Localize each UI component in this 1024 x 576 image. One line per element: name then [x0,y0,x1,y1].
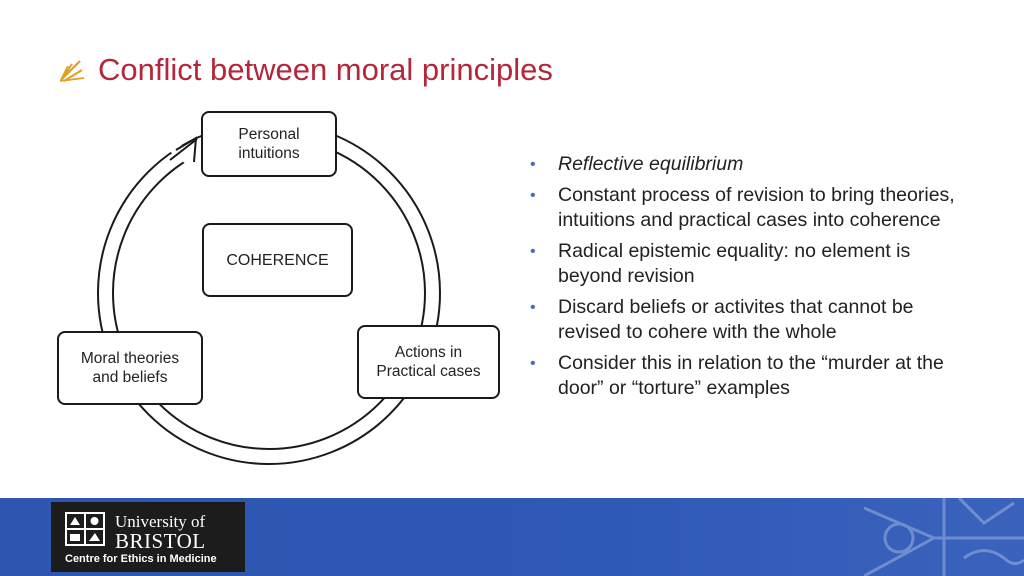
bullet-item: • Consider this in relation to the “murd… [528,351,978,402]
page-title: Conflict between moral principles [98,52,553,87]
bullet-list: • Reflective equilibrium • Constant proc… [528,152,978,407]
crest-icon [65,512,105,546]
node-moral-theories: Moral theories and beliefs [57,331,203,405]
bullet-text: Discard beliefs or activites that cannot… [558,295,914,344]
bullet-dot-icon: • [530,242,536,260]
hand-drawn-flame-icon [59,60,85,82]
crest-watermark-icon [864,498,1024,576]
node-personal-intuitions: Personal intuitions [201,111,337,177]
bullet-dot-icon: • [530,156,536,173]
bullet-text: Consider this in relation to the “murder… [558,351,944,400]
university-logo: University of BRISTOL Centre for Ethics … [51,502,245,572]
logo-line-bristol: BRISTOL [115,529,206,553]
bullet-text: Reflective equilibrium [558,153,744,175]
bullet-item: • Discard beliefs or activites that cann… [528,295,978,346]
bullet-text: Constant process of revision to bring th… [558,183,955,232]
bullet-text: Radical epistemic equality: no element i… [558,239,911,288]
bullet-item: • Reflective equilibrium [528,152,978,178]
slide-title-area: Conflict between moral principles [58,52,553,88]
footer-band: University of BRISTOL Centre for Ethics … [0,498,1024,576]
bullet-item: • Constant process of revision to bring … [528,183,978,234]
node-actions-practical-cases: Actions in Practical cases [357,325,500,399]
reflective-equilibrium-diagram: Personal intuitions COHERENCE Moral theo… [0,0,520,500]
logo-line-centre: Centre for Ethics in Medicine [65,553,217,565]
bullet-dot-icon: • [530,298,536,316]
logo-line-university: University of [115,512,206,531]
bullet-dot-icon: • [530,186,536,204]
node-coherence: COHERENCE [202,223,353,297]
bullet-dot-icon: • [530,354,536,372]
bullet-item: • Radical epistemic equality: no element… [528,239,978,290]
